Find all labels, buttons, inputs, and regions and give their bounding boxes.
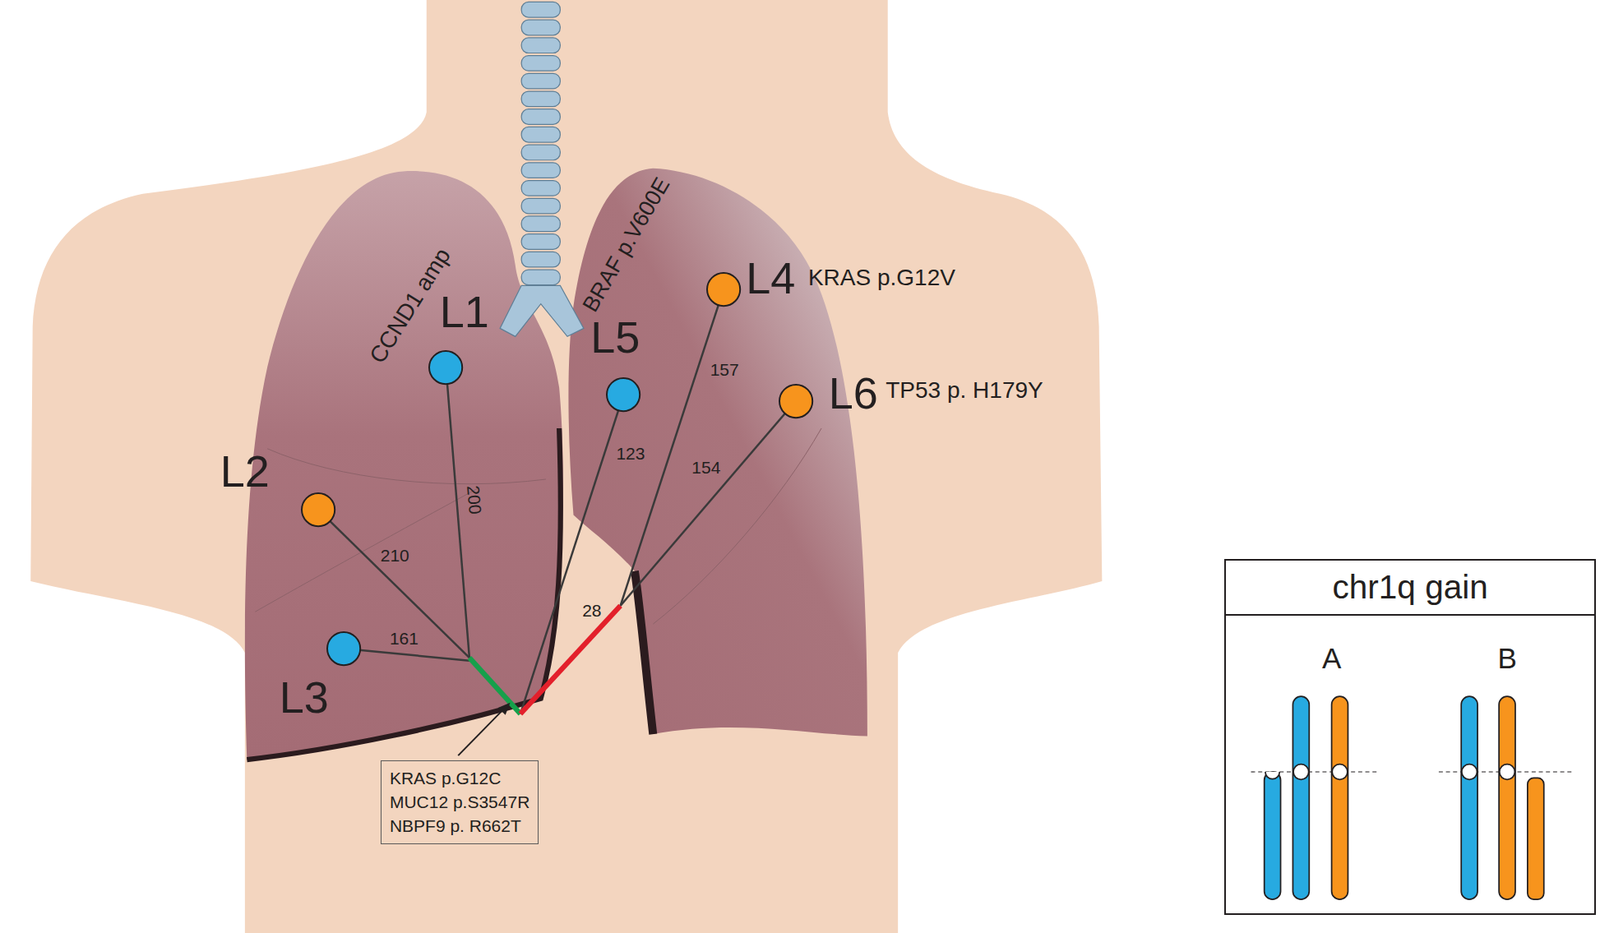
bronchi (499, 285, 584, 337)
tree-trunk-green (469, 657, 521, 714)
centromere (1461, 764, 1478, 781)
right-lung (245, 171, 564, 760)
panel-letter: B (1497, 643, 1517, 673)
trachea-ring (521, 144, 560, 161)
trachea-ring (521, 234, 560, 250)
branch-length: 161 (389, 628, 419, 647)
mutation-text: MUC12 p.S3547R (389, 790, 530, 814)
circle-outline (300, 492, 336, 528)
trachea-ring (521, 109, 560, 125)
circle-outline (326, 631, 361, 666)
left-lung-shadow (634, 571, 653, 735)
pointer-arrow-head (498, 702, 511, 716)
sample-dot (327, 632, 361, 666)
sample-dot (779, 384, 813, 418)
sample-dot (301, 493, 335, 527)
sample-label: L3 (279, 675, 329, 720)
sample-circle: L2 (300, 492, 336, 528)
circle-outline (605, 377, 641, 412)
sample-circle: L4KRAS p.G12V (706, 272, 741, 307)
sample-dot (606, 378, 640, 412)
branch-length: 200 (464, 485, 485, 516)
trachea-ring (521, 126, 560, 143)
tree-trunk-red (520, 605, 621, 714)
chromosome (1292, 696, 1309, 900)
circle-outline (778, 383, 814, 419)
trachea-ring (521, 73, 560, 89)
pointer-arrow-shaft (457, 709, 504, 756)
branch-length: 123 (615, 444, 645, 463)
centromere (1499, 764, 1516, 781)
sample-label: L1 (439, 289, 490, 334)
chromosome (1331, 696, 1349, 900)
trachea-ring (521, 269, 560, 286)
chromosome-arm (1264, 772, 1281, 900)
trachea-ring (521, 198, 560, 214)
chromosome-arm (1527, 777, 1545, 900)
lung-fissure (267, 448, 546, 485)
tree-branch (445, 367, 470, 659)
trachea-ring (521, 37, 560, 54)
sample-circle: L6TP53 p. H179Y (778, 383, 814, 419)
sample-circle: L5BRAF p.V600E (605, 377, 641, 412)
trachea-ring (521, 1, 560, 18)
sample-dot (707, 272, 740, 306)
sample-circle: L1CCND1 amp (428, 350, 463, 385)
sample-dot (429, 351, 463, 384)
branch-length: 157 (710, 360, 740, 379)
chromosome-group-b (1438, 696, 1572, 900)
sample-circle: L3 (326, 631, 361, 666)
tree-branch (620, 400, 796, 606)
left-lung (568, 168, 867, 737)
trachea-ring (521, 216, 560, 232)
centromere (1331, 764, 1348, 781)
panel-letter: A (1322, 643, 1342, 673)
trachea (521, 1, 560, 285)
trachea-ring (521, 91, 560, 107)
chromosome (1498, 696, 1516, 900)
trachea-ring (521, 180, 560, 197)
tree-branch (520, 394, 624, 714)
branch-length: 28 (582, 601, 602, 620)
panel-title: chr1q gain (1225, 560, 1595, 616)
mutation-label: TP53 p. H179Y (885, 379, 1043, 403)
tree-branch (343, 648, 470, 662)
mutation-box: KRAS p.G12CMUC12 p.S3547RNBPF9 p. R662T (380, 760, 539, 845)
sample-label: L2 (220, 448, 270, 494)
torso-silhouette (30, 0, 1102, 933)
panel-background (1224, 559, 1596, 916)
trachea-ring (521, 55, 560, 72)
chromosome (1461, 696, 1478, 900)
trachea-ring (521, 251, 560, 268)
branch-length: 154 (691, 458, 721, 477)
centromere (1293, 764, 1309, 781)
centromere-notch (1265, 772, 1280, 780)
trachea-ring (521, 162, 560, 179)
circle-outline (428, 350, 463, 385)
right-lung-shadow (246, 428, 561, 760)
sample-label: L4 (745, 255, 796, 301)
circle-outline (706, 272, 741, 307)
mutation-text: KRAS p.G12C (389, 766, 530, 791)
lung-fissure (254, 487, 480, 612)
chromosome-group-a (1251, 696, 1380, 900)
figure-panel: chr1q gain (1224, 559, 1596, 916)
mutation-text: NBPF9 p. R662T (389, 813, 530, 838)
branch-length: 210 (380, 546, 410, 565)
mutation-label: KRAS p.G12V (808, 266, 956, 290)
lung-fissure (652, 428, 822, 625)
trachea-ring (521, 19, 560, 36)
sample-label: L6 (828, 370, 879, 416)
sample-label: L5 (590, 314, 640, 360)
